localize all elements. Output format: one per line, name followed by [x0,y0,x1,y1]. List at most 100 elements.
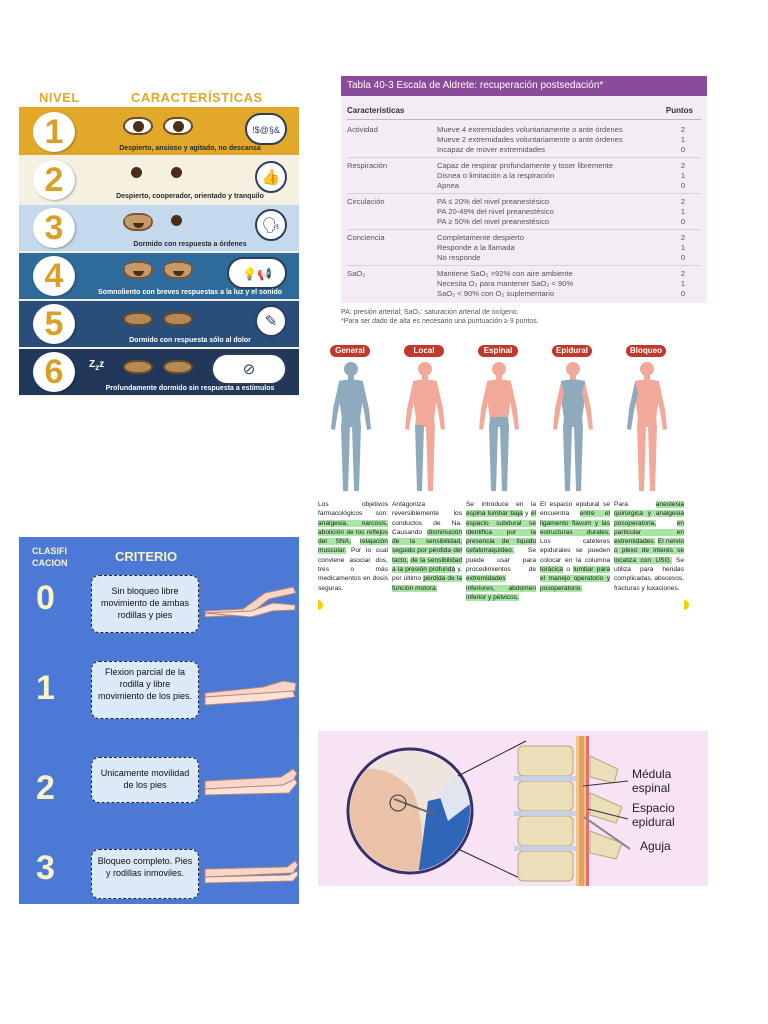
ramsay-level-number: 3 [33,208,75,248]
col-points: Puntos [665,106,693,115]
aldrete-item-text: SaO₂ < 90% con O₂ suplementario [437,289,555,298]
human-body-figure [479,362,519,491]
spinal-cord-label: Médula espinal [632,767,672,795]
thumbs-up-icon: 👍 [255,161,287,193]
aldrete-item-points: 1 [680,279,686,288]
open-eye-icon [163,117,193,135]
ramsay-level-number: 5 [33,304,75,344]
human-body-figure [405,362,445,491]
no-response-icon: ⊘ [211,353,287,385]
anesthesia-description: El espacio epidural se encuentra entre e… [540,501,610,592]
anesthesia-type-badge: Epidural [552,345,592,357]
open-eye-icon [123,117,153,135]
aldrete-item-points: 2 [680,125,686,134]
epidural-diagram-illustration [346,736,631,886]
light-and-sound-icon: 💡📢 [227,257,287,289]
human-body-figure [553,362,593,491]
aldrete-item-points: 0 [680,217,686,226]
footnote: PA: presión arterial; SaO₂: saturación a… [341,309,519,316]
page-marker [318,600,323,610]
aldrete-item-text: Completamente despierto [437,233,524,242]
half-closed-eye-icon [123,261,153,279]
aldrete-item: Necesita O₂ para mantener SaO₂ < 90% 1 [437,279,701,289]
anesthesia-description: Para anestesia quirúrgica y analgesia po… [614,501,685,592]
ramsay-description: Profundamente dormido sin respuesta a es… [105,385,275,392]
anesthesia-column-espinal: Espinal Se introduce en la espina lumbar … [466,345,538,615]
aldrete-item: Mueve 4 extremidades voluntariamente o a… [437,125,701,135]
aldrete-group-name: Respiración [347,161,388,170]
legs-raised-illustration [204,586,297,617]
aldrete-item-text: Responde a la llamada [437,243,515,252]
anesthesia-type-badge: Espinal [478,345,518,357]
aldrete-item-points: 2 [680,269,686,278]
eye-icon [123,165,153,183]
aldrete-item-points: 2 [680,161,686,170]
speaking-head-icon: 🗣 [255,209,287,241]
epidural-space-label: Espacio epidural [632,801,675,829]
col-characteristics: Características [347,106,405,115]
bromage-grade: 3 [36,849,55,887]
eye-icon [163,165,193,183]
ramsay-description: Despierto, cooperador, orientado y tranq… [116,193,264,200]
closed-eye-icon [163,360,193,374]
aldrete-item-text: PA ≤ 20% del nivel preanestésico [437,197,550,206]
aldrete-group-name: Actividad [347,125,378,134]
bromage-criterion-box: Flexion parcial de la rodilla y libre mo… [91,661,199,719]
bromage-scale-panel: CLASIFI CACION CRITERIO 0 Sin bloqueo li… [19,537,299,904]
aldrete-item-text: Disnea o limitación a la respiración [437,171,555,180]
half-closed-eye-icon [163,261,193,279]
ramsay-row-2: 2 👍 Despierto, cooperador, orientado y t… [19,157,299,203]
aldrete-footnotes: PA: presión arterial; SaO₂: saturación a… [341,308,707,326]
aldrete-table: Características Puntos Actividad Mueve 4 … [341,96,707,303]
aldrete-item-text: No responde [437,253,481,262]
aldrete-item-text: Capaz de respirar profundamente y toser … [437,161,614,170]
ramsay-characteristics-header: CARACTERÍSTICAS [131,90,263,105]
pain-stimulus-icon: ✎ [255,305,287,337]
aldrete-title: Tabla 40-3 Escala de Aldrete: recuperaci… [341,76,707,96]
anesthesia-type-badge: General [330,345,370,357]
closed-eye-icon [163,312,193,326]
ramsay-description: Dormido con respuesta sólo al dolor [129,337,251,344]
closed-eye-icon [123,360,153,374]
legs-partial-flexion-illustration [204,680,297,706]
closed-eye-icon [123,312,153,326]
bromage-criterion-box: Sin bloqueo libre movimiento de ambas ro… [91,575,199,633]
aldrete-item: Capaz de respirar profundamente y toser … [437,161,701,171]
page-marker [684,600,689,610]
ramsay-level-number: 6 [33,352,75,392]
classification-header: CLASIFI CACION [32,546,68,568]
ramsay-level-number: 1 [33,112,75,152]
aldrete-item-text: Incapaz de mover extremidades [437,145,546,154]
aldrete-groups: Actividad Mueve 4 extremidades voluntaria… [347,122,701,299]
ramsay-header: NIVEL CARACTERÍSTICAS [19,87,299,109]
human-body-figure [331,362,371,491]
anesthesia-description: Los objetivos farmacológicos son: analge… [318,501,388,592]
aldrete-item-text: Necesita O₂ para mantener SaO₂ < 90% [437,279,574,288]
ramsay-scale-panel: NIVEL CARACTERÍSTICAS 1 !$@§& Despierto,… [19,87,299,396]
ramsay-row-4: 4 💡📢 Somnoliento con breves respuestas a… [19,253,299,299]
bromage-grade: 0 [36,579,55,617]
sleep-zzz-icon: Zzz [89,359,105,372]
aldrete-item-text: PA 20-49% del nivel preanestésico [437,207,554,216]
ramsay-row-6: 6 Zzz ⊘ Profundamente dormido sin respue… [19,349,299,395]
ramsay-level-number: 2 [33,160,75,200]
aldrete-item-points: 1 [680,135,686,144]
anesthesia-description: Se introduce en la espina lumbar baja y … [466,501,536,601]
aldrete-item-points: 0 [680,253,686,262]
aldrete-item-points: 1 [680,171,686,180]
legs-immobile-illustration [204,860,299,884]
bromage-criterion-box: Bloqueo completo. Pies y rodillas inmovi… [91,849,199,899]
aldrete-table-panel: Tabla 40-3 Escala de Aldrete: recuperaci… [341,76,707,325]
